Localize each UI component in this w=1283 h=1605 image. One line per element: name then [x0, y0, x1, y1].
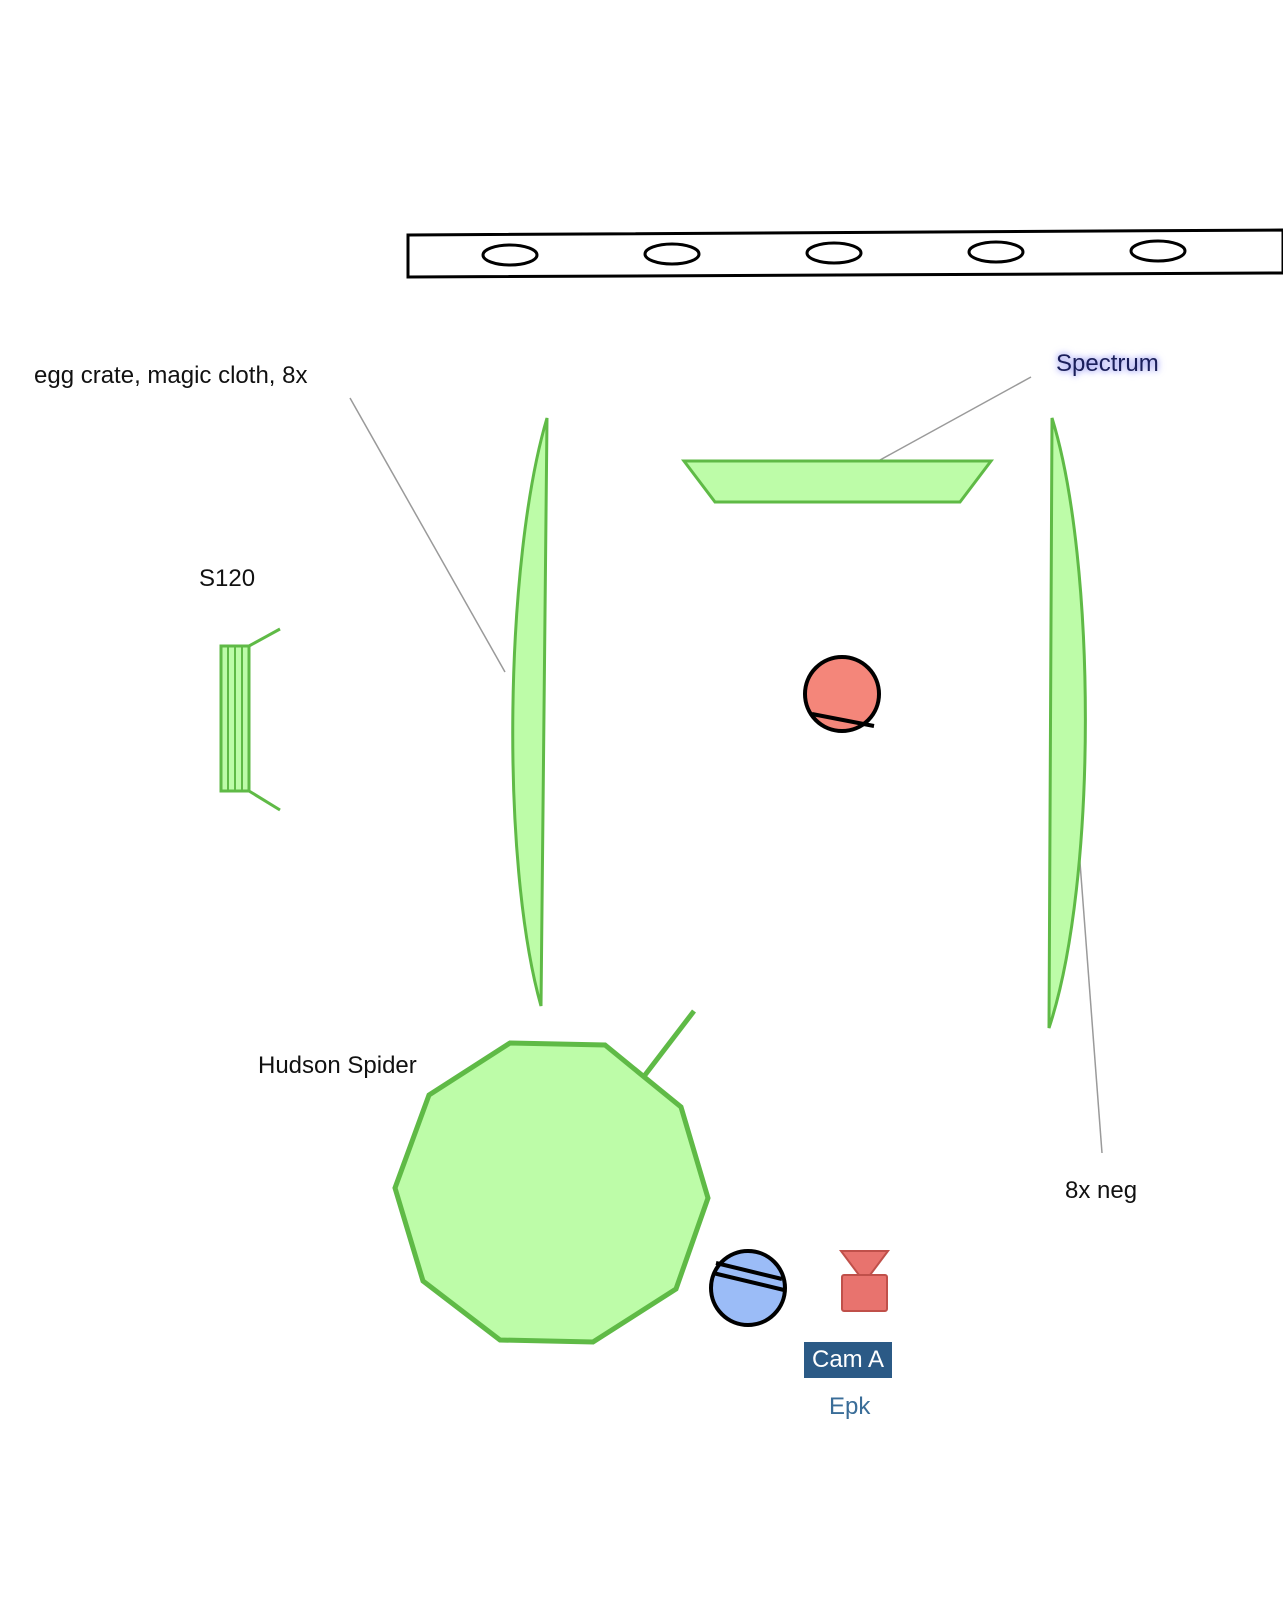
practical-bulb-4: [967, 240, 1025, 264]
camera-icon: [839, 1250, 890, 1312]
hudson-spider: [392, 1009, 711, 1345]
practical-bulb-2: [643, 242, 701, 266]
actor-mark: [803, 655, 881, 733]
practical-bulb-3: [805, 241, 863, 265]
leader-spectrum: [879, 376, 1032, 461]
frame-8x-left: [511, 417, 549, 1007]
frame-8x-neg: [1047, 417, 1087, 1029]
label-epk: Epk: [829, 1393, 871, 1420]
label-cam-a: Cam A: [804, 1342, 893, 1378]
label-8x-neg: 8x neg: [1065, 1177, 1138, 1204]
practical-bulb-5: [1129, 239, 1187, 263]
label-egg-crate: egg crate, magic cloth, 8x: [34, 362, 308, 389]
practical-bulb-1: [481, 243, 539, 267]
epk-operator-mark: [709, 1249, 787, 1327]
practical-lights-track: [406, 228, 1283, 279]
label-spectrum: Spectrum: [1056, 350, 1159, 377]
s120-light: [219, 627, 281, 812]
spectrum-panel: [680, 459, 995, 504]
label-hudson-spider: Hudson Spider: [258, 1052, 417, 1079]
leader-egg-crate: [349, 397, 506, 673]
label-s120: S120: [199, 565, 256, 592]
